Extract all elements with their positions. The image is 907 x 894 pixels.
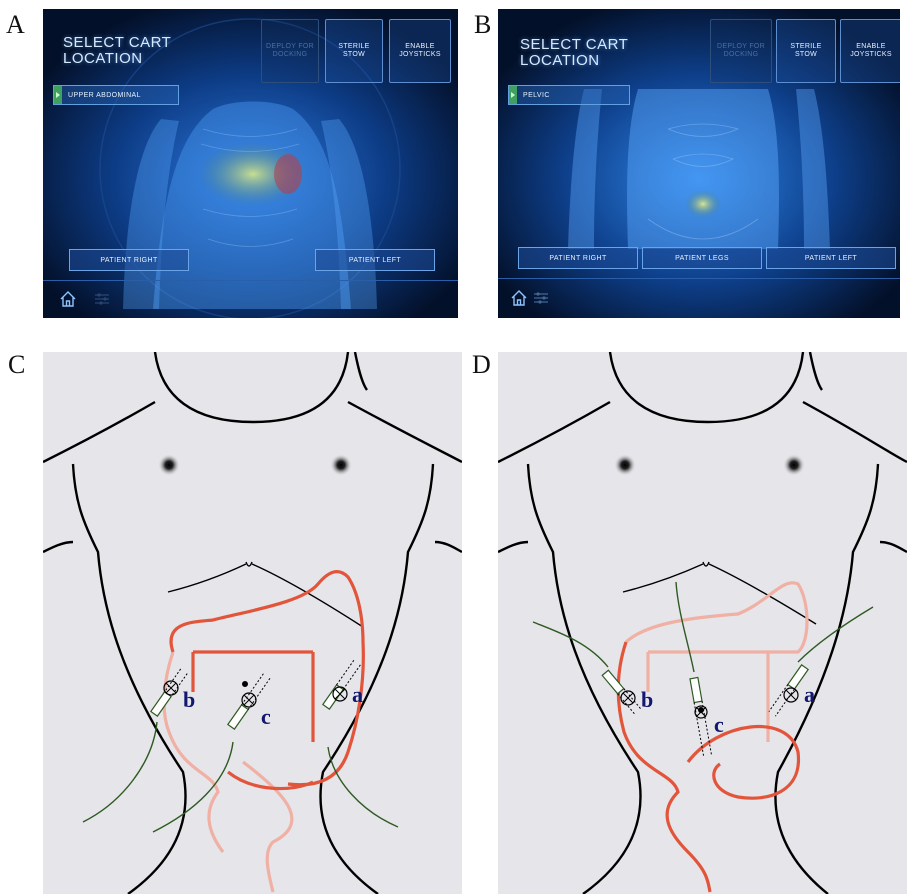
screen-title: SELECT CART LOCATION	[520, 37, 628, 69]
port-placement-diagram-d: b c a	[498, 352, 907, 894]
deploy-for-docking-button[interactable]: DEPLOY FOR DOCKING	[261, 19, 319, 83]
cart-location-selector[interactable]: UPPER ABDOMINAL	[53, 85, 179, 105]
patient-right-button[interactable]: PATIENT RIGHT	[518, 247, 638, 269]
sterile-stow-button[interactable]: STERILE STOW	[776, 19, 836, 83]
enable-joysticks-button[interactable]: ENABLE JOYSTICKS	[389, 19, 451, 83]
port-label-b: b	[183, 687, 195, 712]
port-label-c: c	[261, 704, 271, 729]
panel-letter-b: B	[474, 12, 491, 38]
cart-location-value: UPPER ABDOMINAL	[68, 92, 141, 99]
patient-left-button[interactable]: PATIENT LEFT	[766, 247, 896, 269]
console-screen-b: SELECT CART LOCATION DEPLOY FOR DOCKING …	[498, 9, 900, 318]
sterile-stow-button[interactable]: STERILE STOW	[325, 19, 383, 83]
port-label-a: a	[352, 682, 363, 707]
screen-title: SELECT CART LOCATION	[63, 35, 171, 67]
deploy-for-docking-button[interactable]: DEPLOY FOR DOCKING	[710, 19, 772, 83]
panel-letter-d: D	[472, 352, 491, 378]
panel-letter-a: A	[6, 12, 25, 38]
trocar-port-icon	[151, 669, 187, 716]
patient-left-button[interactable]: PATIENT LEFT	[315, 249, 435, 271]
selector-arrow-icon	[509, 86, 517, 104]
selector-arrow-icon	[54, 86, 62, 104]
port-label-c: c	[714, 712, 724, 737]
cart-location-selector[interactable]: PELVIC	[508, 85, 630, 105]
nipple-icon	[783, 454, 805, 476]
port-placement-diagram-c: b c a	[43, 352, 462, 894]
torso-illustration: b c a	[498, 352, 907, 894]
settings-sliders-icon[interactable]	[93, 290, 111, 308]
patient-legs-button[interactable]: PATIENT LEGS	[642, 247, 762, 269]
nipple-icon	[158, 454, 180, 476]
panel-letter-c: C	[8, 352, 25, 378]
trocar-port-icon	[690, 677, 712, 757]
home-icon[interactable]	[59, 290, 77, 308]
nipple-icon	[614, 454, 636, 476]
toolbar-divider	[43, 280, 458, 281]
toolbar-divider	[498, 278, 900, 279]
enable-joysticks-button[interactable]: ENABLE JOYSTICKS	[840, 19, 900, 83]
nipple-icon	[330, 454, 352, 476]
torso-illustration: b c a	[43, 352, 462, 894]
home-icon[interactable]	[510, 289, 528, 307]
port-label-a: a	[804, 682, 815, 707]
settings-sliders-icon[interactable]	[532, 289, 550, 307]
patient-right-button[interactable]: PATIENT RIGHT	[69, 249, 189, 271]
cart-location-value: PELVIC	[523, 92, 550, 99]
trocar-port-icon	[602, 670, 642, 715]
console-screen-a: SELECT CART LOCATION DEPLOY FOR DOCKING …	[43, 9, 458, 318]
port-label-b: b	[641, 687, 653, 712]
trocar-port-icon	[769, 665, 808, 716]
